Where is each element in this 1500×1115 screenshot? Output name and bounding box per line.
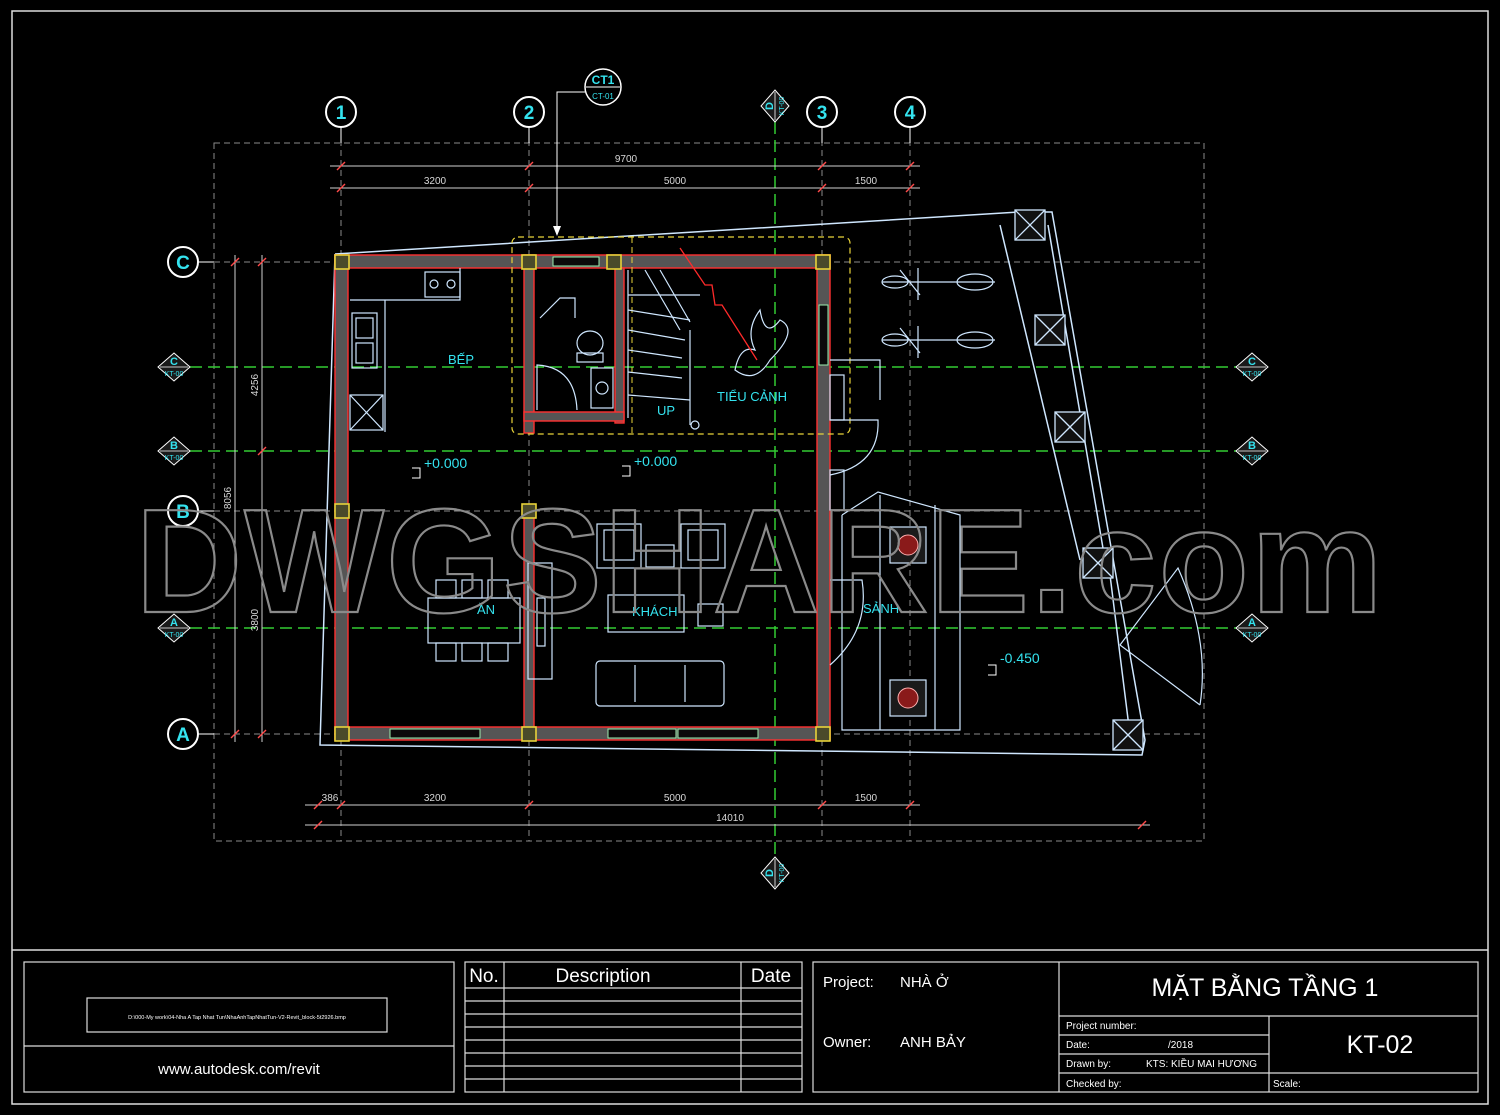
project-number-label: Project number: (1066, 1021, 1137, 1032)
section-d-top-sheet: KT-00 (779, 97, 786, 116)
lobby-pillars (889, 526, 927, 717)
title-file-path: D:\000-My work\04-Nha A Tap Nhat Tun\Nha… (128, 1015, 346, 1021)
dim-bottom-3: 1500 (855, 793, 878, 804)
grid-bubbles (167, 96, 926, 750)
fence-piers (1014, 209, 1144, 751)
revision-header-no: No. (469, 966, 499, 987)
dim-bottom-0: 386 (322, 793, 339, 804)
grid-label-b: B (176, 502, 190, 523)
detail-callout-bottom: CT-01 (592, 92, 614, 101)
date-label: Date: (1066, 1040, 1090, 1051)
project-label: Project: (823, 974, 874, 991)
section-a-right-sheet: KT-00 (1243, 632, 1262, 639)
section-marks-left: C KT-00 B KT-00 A KT-00 (157, 352, 191, 643)
sheet-number: KT-02 (1347, 1031, 1414, 1059)
level-marker-1: +0.000 (424, 455, 467, 471)
grid-label-4: 4 (905, 103, 916, 124)
dim-left-lower: 3800 (250, 608, 261, 631)
section-marks-right: C KT-00 B KT-00 A KT-00 (1235, 352, 1269, 643)
detail-boundary (511, 236, 851, 435)
section-c-right-sheet: KT-00 (1243, 371, 1262, 378)
dimension-lines (230, 161, 1150, 830)
dim-bottom-1: 3200 (424, 793, 447, 804)
date-value: /2018 (1168, 1040, 1193, 1051)
gate-door (1119, 566, 1203, 706)
section-c-right-letter: C (1248, 356, 1256, 368)
dim-top-1: 3200 (424, 176, 447, 187)
section-d-bottom-sheet: KT-00 (779, 864, 786, 883)
dim-top-2: 5000 (664, 176, 687, 187)
section-d-top-letter: D (764, 102, 776, 110)
dim-left-overall: 8056 (223, 486, 234, 509)
section-b-right-sheet: KT-00 (1243, 455, 1262, 462)
drawn-by-value: KTS: KIỀU MAI HƯƠNG (1146, 1057, 1257, 1070)
dim-top-overall: 9700 (615, 154, 638, 165)
scale-label: Scale: (1273, 1079, 1301, 1090)
room-label-dining: ĂN (477, 602, 495, 617)
section-b-left-sheet: KT-00 (165, 455, 184, 462)
checked-by-label: Checked by: (1066, 1079, 1122, 1090)
stair-break-line (679, 247, 758, 361)
room-label-stair-up: UP (657, 403, 675, 418)
dim-left-upper: 4256 (250, 373, 261, 396)
grid-label-1: 1 (336, 103, 347, 124)
section-c-left-letter: C (170, 356, 178, 368)
project-value: NHÀ Ở (900, 973, 949, 991)
section-a-left-sheet: KT-00 (165, 632, 184, 639)
revision-header-description: Description (555, 966, 650, 987)
grid-label-2: 2 (524, 103, 535, 124)
owner-label: Owner: (823, 1034, 871, 1051)
drawn-by-label: Drawn by: (1066, 1059, 1111, 1070)
section-c-left-sheet: KT-00 (165, 371, 184, 378)
section-a-left-letter: A (170, 617, 178, 629)
level-markers: +0.000 +0.000 -0.450 (412, 453, 1040, 676)
sheet-border (11, 10, 1489, 1105)
columns (334, 254, 831, 742)
grid-bubble-leaders (198, 127, 911, 735)
dim-top-3: 1500 (855, 176, 878, 187)
watermark: DWGSHARE.com (135, 479, 1384, 644)
section-d-bottom-letter: D (764, 869, 776, 877)
room-label-kitchen: BẾP (448, 352, 474, 367)
section-a-right-letter: A (1248, 617, 1256, 629)
room-label-garden: TIỂU CẢNH (717, 389, 787, 404)
section-b-left-letter: B (170, 440, 178, 452)
grid-label-c: C (176, 253, 190, 274)
section-b-right-letter: B (1248, 440, 1256, 452)
dim-bottom-2: 5000 (664, 793, 687, 804)
furniture (349, 268, 995, 731)
title-website: www.autodesk.com/revit (157, 1061, 321, 1078)
revision-header-date: Date (751, 966, 791, 987)
dimension-labels: 9700 3200 5000 1500 386 3200 5000 1500 1… (223, 154, 878, 824)
grid-label-a: A (176, 725, 190, 746)
level-marker-2: +0.000 (634, 453, 677, 469)
room-labels: BẾP TIỂU CẢNH UP ĂN KHÁCH SẢNH (448, 352, 899, 619)
level-marker-3: -0.450 (1000, 650, 1040, 666)
sheet-title: MẶT BẰNG TẦNG 1 (1152, 973, 1379, 1002)
detail-callout: CT1 CT-01 (553, 68, 622, 236)
room-label-living: KHÁCH (632, 604, 678, 619)
dim-bottom-overall: 14010 (716, 813, 744, 824)
windows (389, 256, 829, 739)
title-block (23, 961, 1479, 1093)
section-marks-vertical: D KT-00 D KT-00 (760, 89, 790, 890)
owner-value: ANH BẢY (900, 1034, 966, 1051)
grid-bubble-labels: 1 2 3 4 C B A (176, 103, 916, 746)
room-label-hall: SẢNH (863, 601, 899, 616)
detail-callout-top: CT1 (592, 73, 615, 87)
grid-label-3: 3 (817, 103, 828, 124)
